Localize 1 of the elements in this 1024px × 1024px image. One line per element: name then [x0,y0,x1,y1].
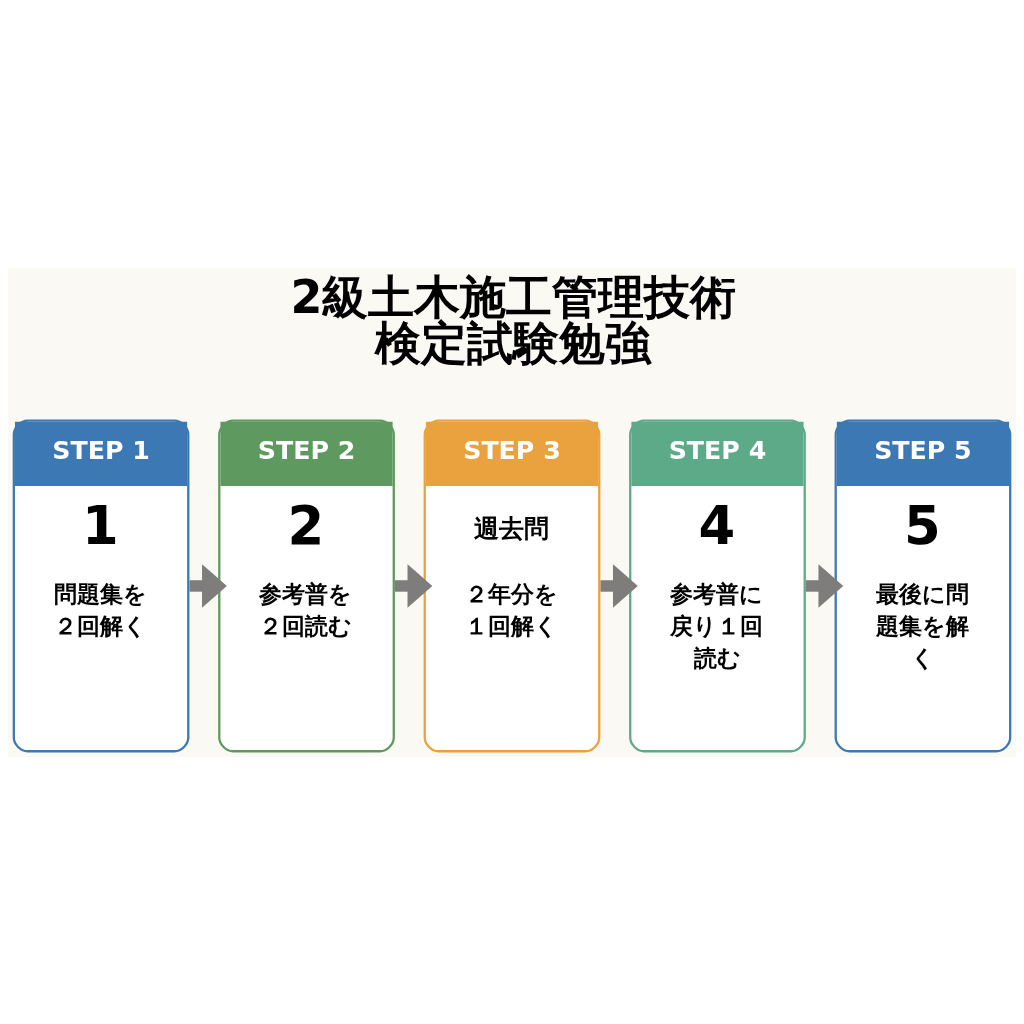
diagram-title: 2級土木施工管理技術検定試験勉強 [290,269,737,370]
